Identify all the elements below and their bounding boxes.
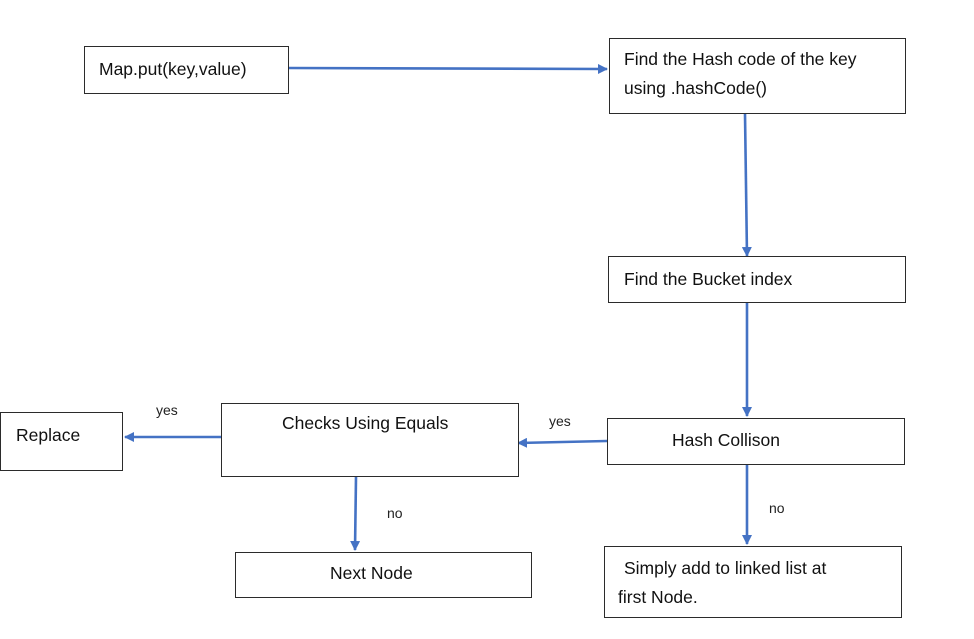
node-map-put: Map.put(key,value) [84, 46, 289, 94]
node-hash-collision-text: Hash Collison [672, 430, 780, 450]
node-simply-add-line1: Simply add to linked list at [624, 558, 827, 578]
arrow-equals-to-nextnode [350, 476, 361, 551]
node-bucket-index: Find the Bucket index [608, 256, 906, 303]
node-find-hash-code-line1: Find the Hash code of the key [624, 49, 857, 69]
node-hash-collision: Hash Collison [607, 418, 905, 465]
node-replace: Replace [0, 412, 123, 471]
node-checks-equals: Checks Using Equals [221, 403, 519, 477]
node-next-node: Next Node [235, 552, 532, 598]
node-map-put-text: Map.put(key,value) [99, 59, 247, 79]
edge-label-equals-no: no [387, 505, 403, 521]
node-simply-add: Simply add to linked list at first Node. [604, 546, 902, 618]
node-next-node-text: Next Node [330, 563, 413, 583]
edge-label-collision-no: no [769, 500, 785, 516]
node-find-hash-code-line2: using .hashCode() [624, 78, 767, 98]
edge-label-equals-yes: yes [156, 402, 178, 418]
arrow-put-to-hashcode [288, 63, 608, 74]
arrow-hashcode-to-bucket [741, 113, 752, 257]
node-simply-add-line2: first Node. [618, 587, 698, 607]
node-find-hash-code: Find the Hash code of the key using .has… [609, 38, 906, 114]
edge-label-collision-yes: yes [549, 413, 571, 429]
node-checks-equals-text: Checks Using Equals [282, 413, 449, 433]
node-bucket-index-text: Find the Bucket index [624, 269, 793, 289]
arrow-collision-to-equals [517, 437, 608, 448]
node-replace-text: Replace [16, 425, 81, 445]
